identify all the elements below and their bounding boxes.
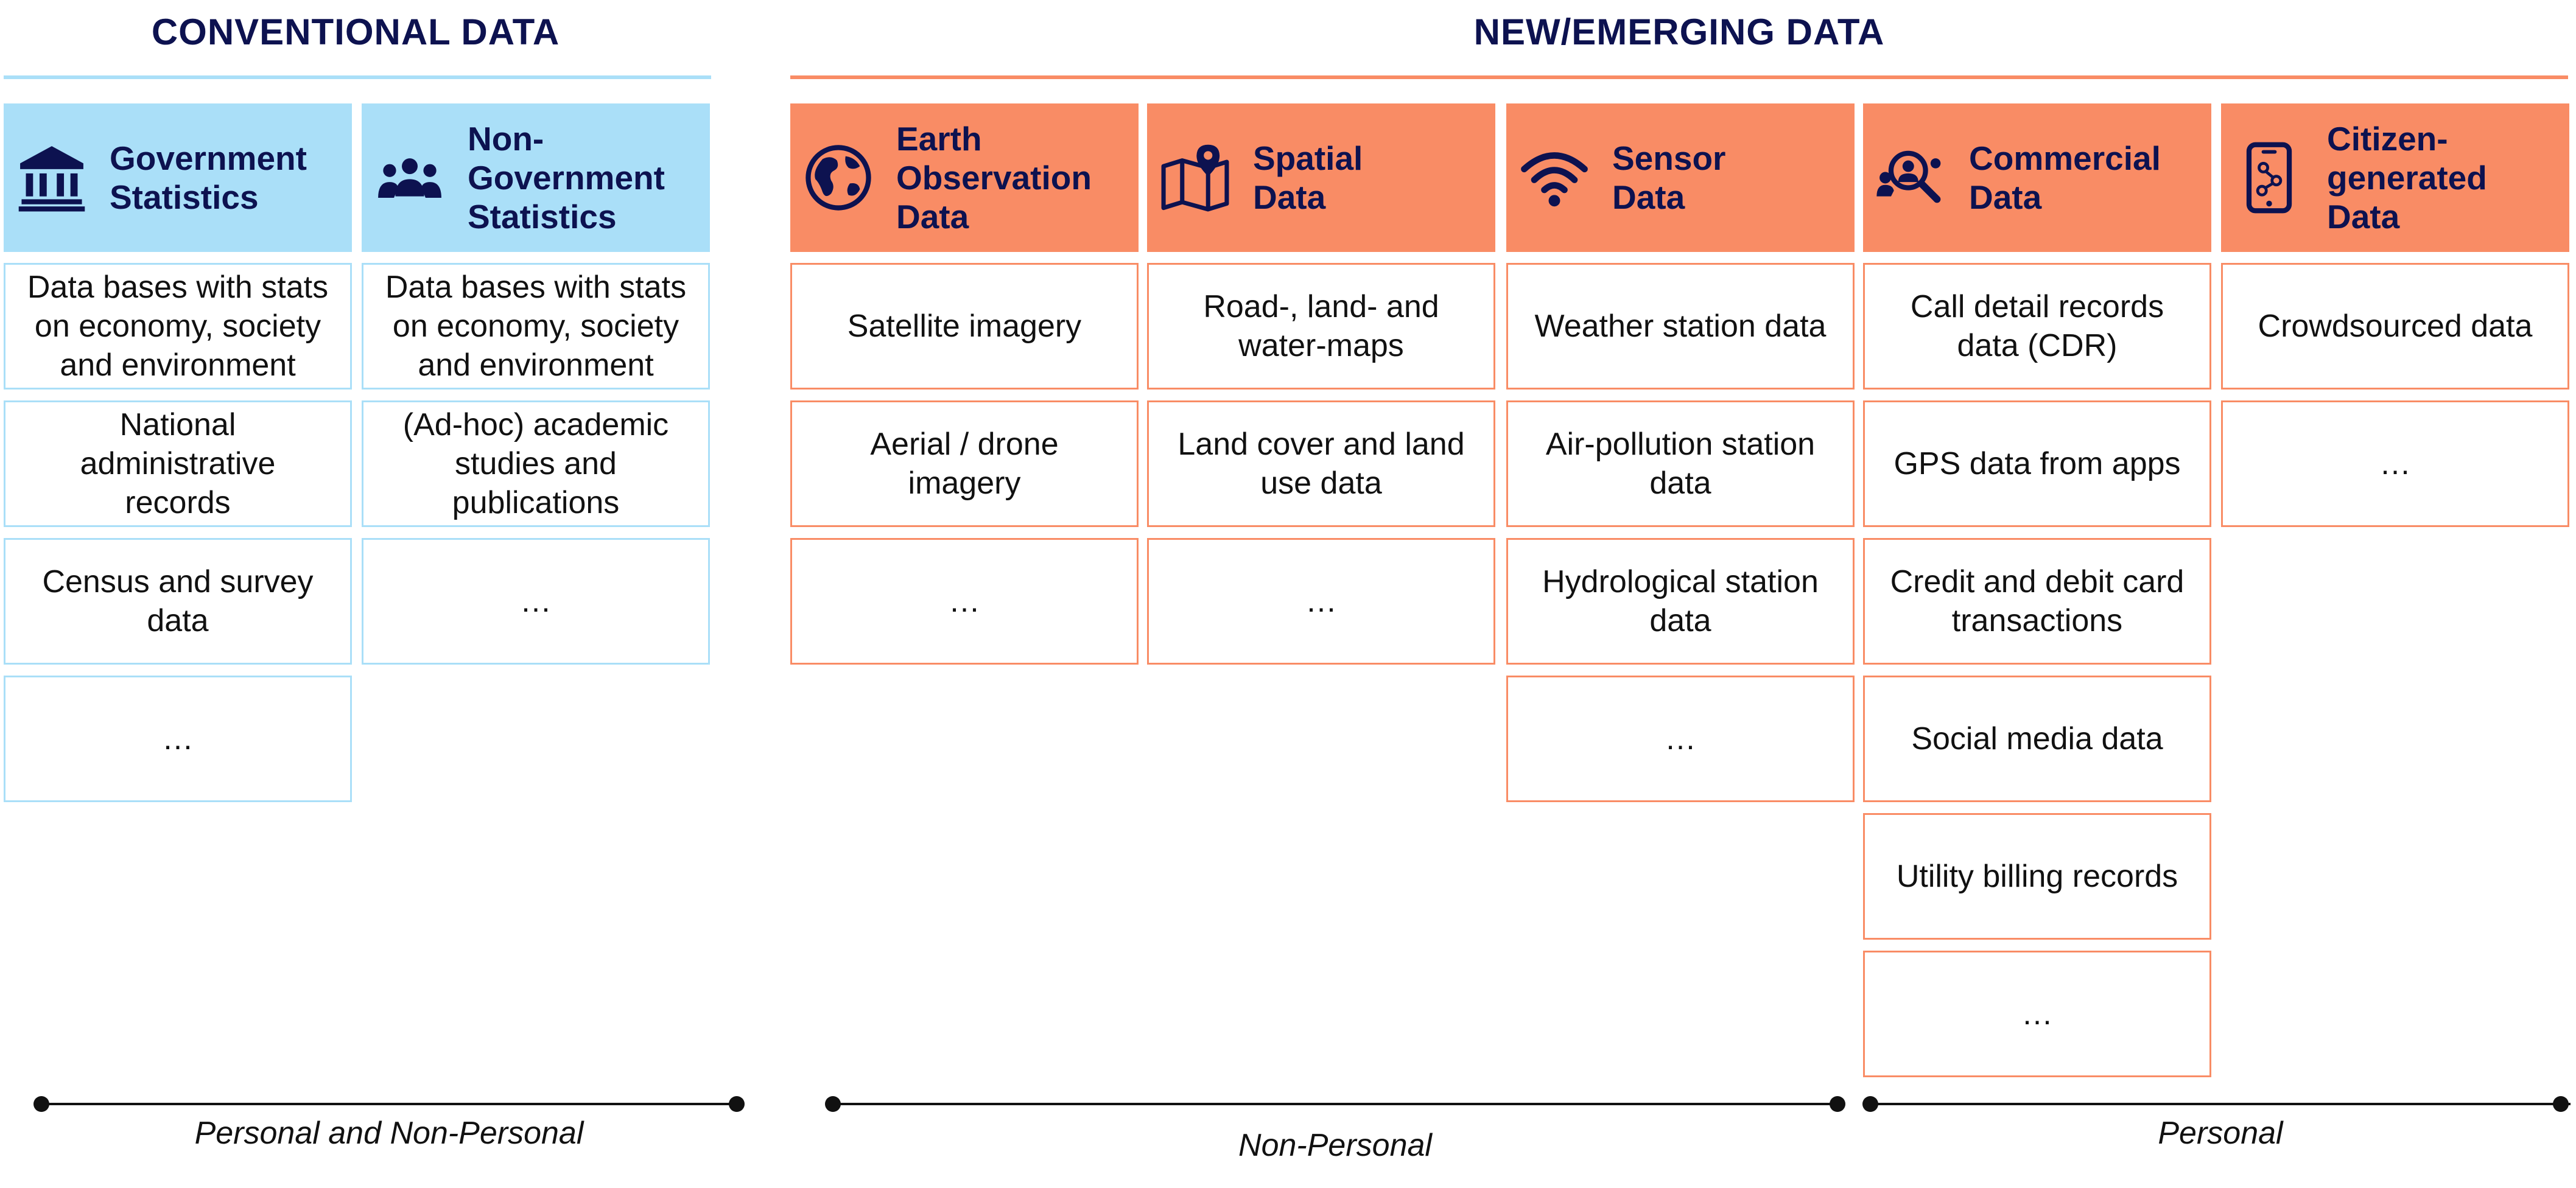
list-item: Weather station data bbox=[1506, 263, 1855, 390]
scale-endpoint bbox=[825, 1096, 841, 1112]
header-spatial-data: Spatial Data bbox=[1147, 103, 1495, 252]
column-non-government-statistics: Non- Government Statistics Data bases wi… bbox=[362, 103, 710, 665]
government-building-icon bbox=[16, 142, 88, 214]
list-item: … bbox=[362, 538, 710, 665]
column-spatial-data: Spatial Data Road-, land- and water-maps… bbox=[1147, 103, 1495, 665]
list-item: Satellite imagery bbox=[790, 263, 1139, 390]
header-sensor-data: Sensor Data bbox=[1506, 103, 1855, 252]
header-commercial-data: Commercial Data bbox=[1863, 103, 2211, 252]
list-item: Utility billing records bbox=[1863, 813, 2211, 940]
list-item: … bbox=[1863, 951, 2211, 1077]
scale-label-personal: Personal bbox=[2158, 1116, 2283, 1151]
header-government-statistics: Government Statistics bbox=[4, 103, 352, 252]
scale-line-non-personal bbox=[833, 1103, 1837, 1105]
conventional-data-title: CONVENTIONAL DATA bbox=[151, 12, 560, 52]
scale-line-personal bbox=[1870, 1103, 2571, 1105]
list-item: Road-, land- and water-maps bbox=[1147, 263, 1495, 390]
header-label: Spatial Data bbox=[1253, 139, 1363, 216]
list-item: Credit and debit card transactions bbox=[1863, 538, 2211, 665]
header-earth-observation-data: Earth Observation Data bbox=[790, 103, 1139, 252]
list-item: Call detail records data (CDR) bbox=[1863, 263, 2211, 390]
header-label: Sensor Data bbox=[1612, 139, 1726, 216]
scale-endpoint bbox=[1830, 1096, 1845, 1112]
list-item: … bbox=[4, 676, 352, 802]
list-item: Census and survey data bbox=[4, 538, 352, 665]
people-group-icon bbox=[374, 142, 446, 214]
list-item: Hydrological station data bbox=[1506, 538, 1855, 665]
emerging-data-title: NEW/EMERGING DATA bbox=[1473, 12, 1885, 52]
header-label: Non- Government Statistics bbox=[468, 120, 665, 236]
list-item: Data bases with stats on economy, societ… bbox=[4, 263, 352, 390]
smartphone-network-icon bbox=[2233, 142, 2305, 214]
scale-endpoint bbox=[729, 1096, 745, 1112]
header-citizen-generated-data: Citizen- generated Data bbox=[2221, 103, 2569, 252]
column-government-statistics: Government Statistics Data bases with st… bbox=[4, 103, 352, 802]
column-citizen-generated-data: Citizen- generated Data Crowdsourced dat… bbox=[2221, 103, 2569, 527]
list-item: Crowdsourced data bbox=[2221, 263, 2569, 390]
column-commercial-data: Commercial Data Call detail records data… bbox=[1863, 103, 2211, 1077]
list-item: … bbox=[1506, 676, 1855, 802]
header-non-government-statistics: Non- Government Statistics bbox=[362, 103, 710, 252]
list-item: Land cover and land use data bbox=[1147, 400, 1495, 527]
people-search-icon bbox=[1875, 142, 1947, 214]
map-pin-icon bbox=[1159, 142, 1231, 214]
wifi-signal-icon bbox=[1518, 142, 1590, 214]
header-label: Earth Observation Data bbox=[896, 120, 1092, 236]
list-item: … bbox=[1147, 538, 1495, 665]
column-sensor-data: Sensor Data Weather station data Air-pol… bbox=[1506, 103, 1855, 802]
list-item: … bbox=[790, 538, 1139, 665]
scale-endpoint bbox=[1862, 1096, 1878, 1112]
conventional-title-underline bbox=[4, 75, 711, 79]
scale-endpoint bbox=[33, 1096, 49, 1112]
list-item: Air-pollution station data bbox=[1506, 400, 1855, 527]
header-label: Commercial Data bbox=[1969, 139, 2161, 216]
header-label: Citizen- generated Data bbox=[2327, 120, 2487, 236]
globe-icon bbox=[802, 142, 874, 214]
list-item: GPS data from apps bbox=[1863, 400, 2211, 527]
list-item: National administrative records bbox=[4, 400, 352, 527]
list-item: Aerial / drone imagery bbox=[790, 400, 1139, 527]
list-item: Social media data bbox=[1863, 676, 2211, 802]
scale-endpoint bbox=[2553, 1096, 2569, 1112]
list-item: … bbox=[2221, 400, 2569, 527]
list-item: (Ad-hoc) academic studies and publicatio… bbox=[362, 400, 710, 527]
scale-line-personal-and-non-personal bbox=[41, 1103, 737, 1105]
header-label: Government Statistics bbox=[110, 139, 307, 216]
scale-label-personal-and-non-personal: Personal and Non-Personal bbox=[194, 1116, 584, 1151]
column-earth-observation-data: Earth Observation Data Satellite imagery… bbox=[790, 103, 1139, 665]
list-item: Data bases with stats on economy, societ… bbox=[362, 263, 710, 390]
scale-label-non-personal: Non-Personal bbox=[1238, 1128, 1432, 1163]
emerging-title-underline bbox=[790, 75, 2568, 79]
